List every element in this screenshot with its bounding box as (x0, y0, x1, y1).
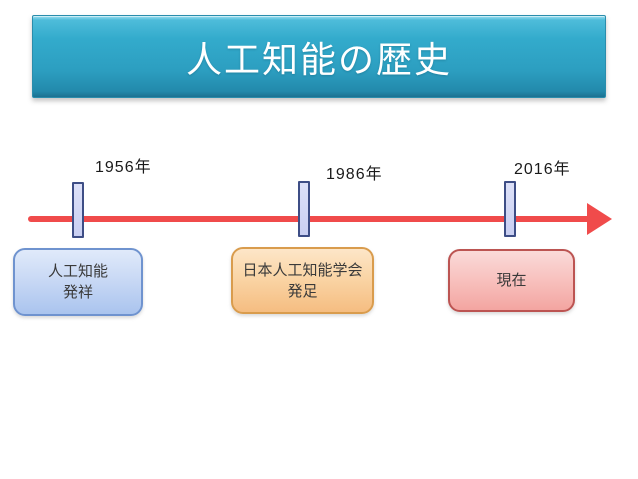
year-label-2016: 2016年 (514, 161, 571, 178)
event-box-ai-origin: 人工知能 発祥 (13, 248, 143, 316)
event-box-jsai-founding: 日本人工知能学会 発足 (231, 247, 374, 314)
title-banner: 人工知能の歴史 (32, 15, 606, 98)
year-label-1956: 1956年 (95, 159, 152, 176)
timeline-tick-2016 (504, 181, 516, 237)
event-box-present: 現在 (448, 249, 575, 312)
timeline-tick-1956 (72, 182, 84, 238)
timeline-tick-1986 (298, 181, 310, 237)
year-label-1986: 1986年 (326, 166, 383, 183)
timeline-arrowhead-icon (587, 203, 612, 235)
slide-title: 人工知能の歴史 (185, 38, 452, 80)
